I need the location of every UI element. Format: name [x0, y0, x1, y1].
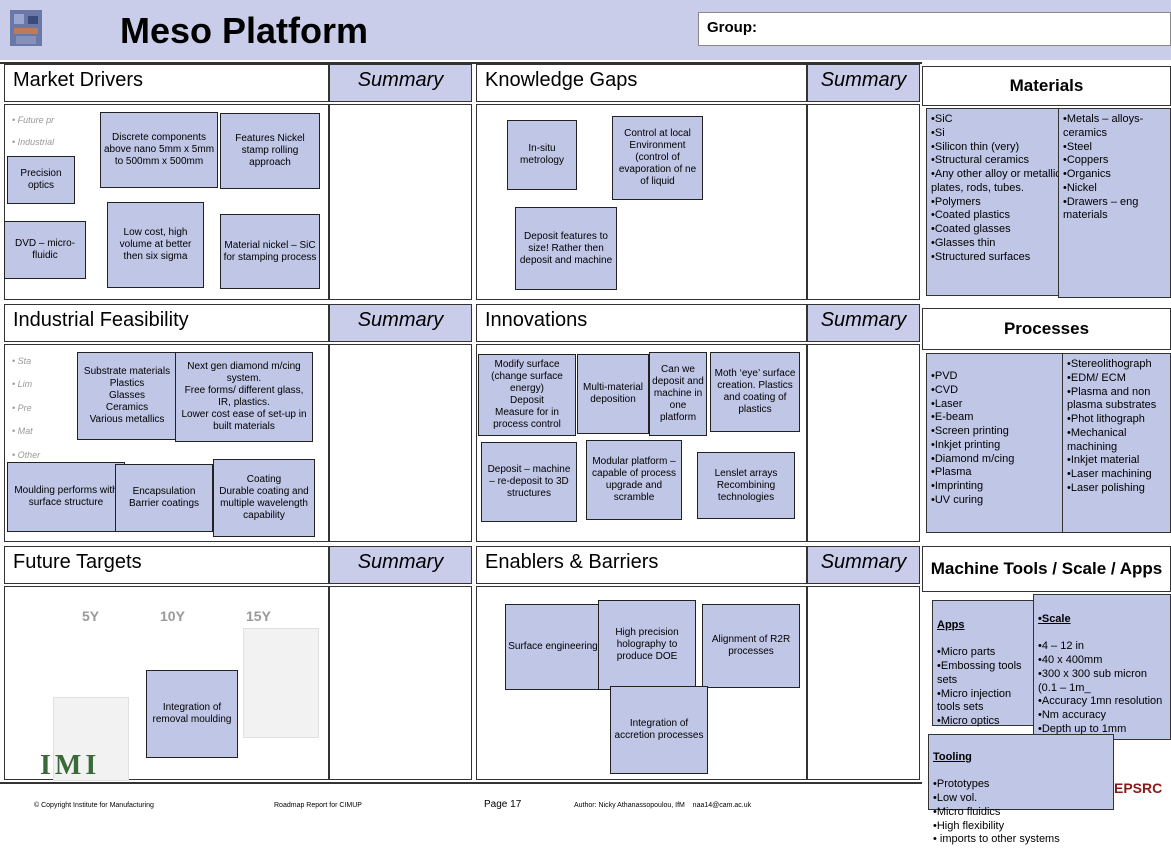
bullet-item: • Pre [12, 402, 32, 413]
sticky-note: Coating Durable coating and multiple wav… [213, 459, 315, 537]
market-summary-cell [329, 104, 472, 300]
page-title: Meso Platform [120, 10, 369, 51]
sticky-note: Encapsulation Barrier coatings [115, 464, 213, 532]
epsrc-logo-text: EPSRC [1114, 780, 1163, 796]
knowledge-gaps-heading: Knowledge Gaps [476, 64, 807, 102]
market-summary-heading: Summary [329, 64, 472, 102]
sticky-note: Alignment of R2R processes [702, 604, 800, 688]
year-label-5y: 5Y [82, 608, 100, 624]
sticky-note: DVD – micro-fluidic [4, 221, 86, 279]
platform-logo-icon [6, 4, 46, 50]
year-label-15y: 15Y [246, 608, 271, 624]
sticky-note: Substrate materials Plastics Glasses Cer… [77, 352, 177, 440]
bullet-item: • Industrial [12, 136, 55, 147]
apps-heading: Apps [937, 618, 965, 631]
sticky-note: Precision optics [7, 156, 75, 204]
industrial-summary-cell [329, 344, 472, 542]
sticky-note: In-situ metrology [507, 120, 577, 190]
enablers-summary-heading: Summary [807, 546, 920, 584]
industrial-summary-heading: Summary [329, 304, 472, 342]
knowledge-summary-heading: Summary [807, 64, 920, 102]
sticky-note: Lenslet arrays Recombining technologies [697, 452, 795, 519]
scale-box: •Scale •4 – 12 in •40 x 400mm •300 x 300… [1033, 594, 1171, 749]
sticky-note: Next gen diamond m/cing system. Free for… [175, 352, 313, 442]
enablers-summary-cell [807, 586, 920, 780]
year-label-10y: 10Y [160, 608, 185, 624]
tooling-list: •Prototypes •Low vol. •Micro fluidics •H… [933, 778, 1060, 846]
processes-heading: Processes [922, 308, 1171, 350]
industrial-bullet-list: • Sta • Lim • Pre • Mat • Other [12, 350, 40, 467]
future-summary-heading: Summary [329, 546, 472, 584]
bullet-item: • Other [12, 449, 41, 460]
sticky-note: Multi-material deposition [577, 354, 649, 434]
faded-placeholder [53, 697, 129, 781]
sticky-note: Material nickel – SiC for stamping proce… [220, 214, 320, 289]
bullet-item: • Mat [12, 426, 33, 437]
imi-logo: IMI [40, 750, 130, 782]
sticky-note: Moulding performs with surface structure [7, 462, 125, 532]
group-field: Group: [698, 12, 1171, 46]
scale-heading: •Scale [1038, 612, 1071, 625]
sticky-note: Can we deposit and machine in one platfo… [649, 352, 707, 436]
knowledge-summary-cell [807, 104, 920, 300]
sticky-note: High precision holography to produce DOE [598, 600, 696, 690]
enablers-barriers-heading: Enablers & Barriers [476, 546, 807, 584]
bullet-item: • Future pr [12, 115, 55, 125]
sticky-note: Discrete components above nano 5mm x 5mm… [100, 112, 218, 188]
footer-divider [0, 782, 922, 784]
innovations-summary-heading: Summary [807, 304, 920, 342]
future-summary-cell [329, 586, 472, 780]
footer-copyright: © Copyright Institute for Manufacturing [34, 802, 154, 809]
processes-list-left: •PVD •CVD •Laser •E-beam •Screen printin… [926, 353, 1066, 533]
footer-page-number: Page 17 [484, 799, 522, 810]
sticky-note: Features Nickel stamp rolling approach [220, 113, 320, 189]
sticky-note: Modify surface (change surface energy) D… [478, 354, 576, 436]
footer-report: Roadmap Report for CIMUP [274, 802, 362, 809]
industrial-feasibility-heading: Industrial Feasibility [4, 304, 329, 342]
sticky-note: Integration of removal moulding [146, 670, 238, 758]
materials-list-left: •SiC •Si •Silicon thin (very) •Structura… [926, 108, 1066, 296]
future-targets-heading: Future Targets [4, 546, 329, 584]
group-label: Group: [707, 19, 757, 36]
apps-list: •Micro parts •Embossing tools sets •Micr… [937, 646, 1022, 727]
apps-box: Apps •Micro parts •Embossing tools sets … [932, 600, 1036, 727]
bullet-item: • Lim [12, 379, 33, 390]
epsrc-logo: EPSRC [1114, 780, 1171, 812]
sticky-note: Modular platform – capable of process up… [586, 440, 682, 520]
footer-author: Author: Nicky Athanassopoulou, IfM naa14… [574, 802, 752, 809]
sticky-note: Moth ‘eye’ surface creation. Plastics an… [710, 352, 800, 432]
sticky-note: Deposit – machine – re-deposit to 3D str… [481, 442, 577, 522]
market-drivers-heading: Market Drivers [4, 64, 329, 102]
materials-heading: Materials [922, 66, 1171, 106]
tooling-heading: Tooling [933, 750, 972, 763]
sticky-note: Surface engineering [505, 604, 601, 690]
tooling-box: Tooling •Prototypes •Low vol. •Micro flu… [928, 734, 1114, 845]
materials-list-right: •Metals – alloys-ceramics •Steel •Copper… [1058, 108, 1171, 298]
innovations-summary-cell [807, 344, 920, 542]
sticky-note: Low cost, high volume at better then six… [107, 202, 204, 288]
bullet-item: • Sta [12, 356, 32, 366]
sticky-note: Deposit features to size! Rather then de… [515, 207, 617, 290]
market-bullet-list: • Future pr • Industrial [12, 110, 54, 153]
imi-logo-text: IMI [40, 750, 101, 781]
innovations-heading: Innovations [476, 304, 807, 342]
sticky-note: Control at local Environment (control of… [612, 116, 703, 200]
faded-placeholder [243, 628, 319, 738]
sticky-note: Integration of accretion processes [610, 686, 708, 774]
machine-tools-heading: Machine Tools / Scale / Apps [922, 546, 1171, 592]
divider [0, 62, 922, 64]
processes-list-right: •Stereolithograph •EDM/ ECM •Plasma and … [1062, 353, 1171, 533]
